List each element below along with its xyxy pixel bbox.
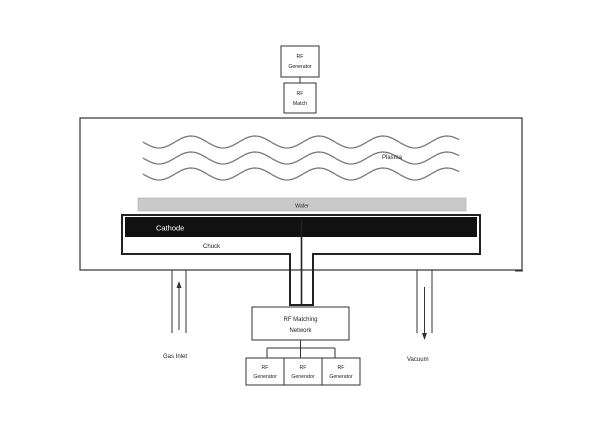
top-rf-match-line1: RF: [297, 91, 304, 97]
gas-inlet-label: Gas Inlet: [163, 354, 187, 360]
plasma-label: Plasma: [382, 155, 403, 161]
wafer-label: Wafer: [295, 204, 309, 210]
bottom-rf-generator-1-line2: Generator: [253, 374, 277, 380]
cathode-label: Cathode: [156, 224, 184, 233]
generator-distribution-lines: [266, 340, 336, 358]
rf-matching-network: RF Matching Network: [251, 306, 350, 341]
top-rf-match-line2: Match: [293, 101, 307, 107]
wafer: [137, 197, 467, 212]
rf-matching-network-line1: RF Matching: [283, 317, 317, 323]
top-rf-generator: RF Generator: [280, 45, 320, 78]
gas-inlet-arrow: [176, 281, 182, 330]
chuck-label: Chuck: [203, 244, 221, 250]
top-rf-match: RF Match: [283, 82, 317, 114]
plasma-waves: [142, 135, 460, 181]
bottom-rf-generator-3-line2: Generator: [329, 374, 353, 380]
vacuum-label: Vacuum: [407, 357, 429, 363]
bottom-rf-generator-2-line1: RF: [300, 365, 307, 371]
vacuum-tube: [416, 270, 433, 333]
bottom-rf-generator-2-line2: Generator: [291, 374, 315, 380]
bottom-rf-generator-3-line1: RF: [338, 365, 345, 371]
chuck-outline: [121, 214, 481, 306]
bottom-rf-generator-1-line1: RF: [262, 365, 269, 371]
bottom-rf-generator-1: RF Generator: [245, 357, 285, 386]
gas-inlet-tube: [171, 270, 187, 333]
top-rf-generator-line2: Generator: [288, 64, 312, 70]
top-rf-generator-line1: RF: [297, 54, 304, 60]
bottom-rf-generator-3: RF Generator: [321, 357, 361, 386]
vacuum-arrow: [422, 287, 427, 340]
bottom-rf-generator-2: RF Generator: [283, 357, 323, 386]
rf-matching-network-line2: Network: [289, 328, 312, 334]
